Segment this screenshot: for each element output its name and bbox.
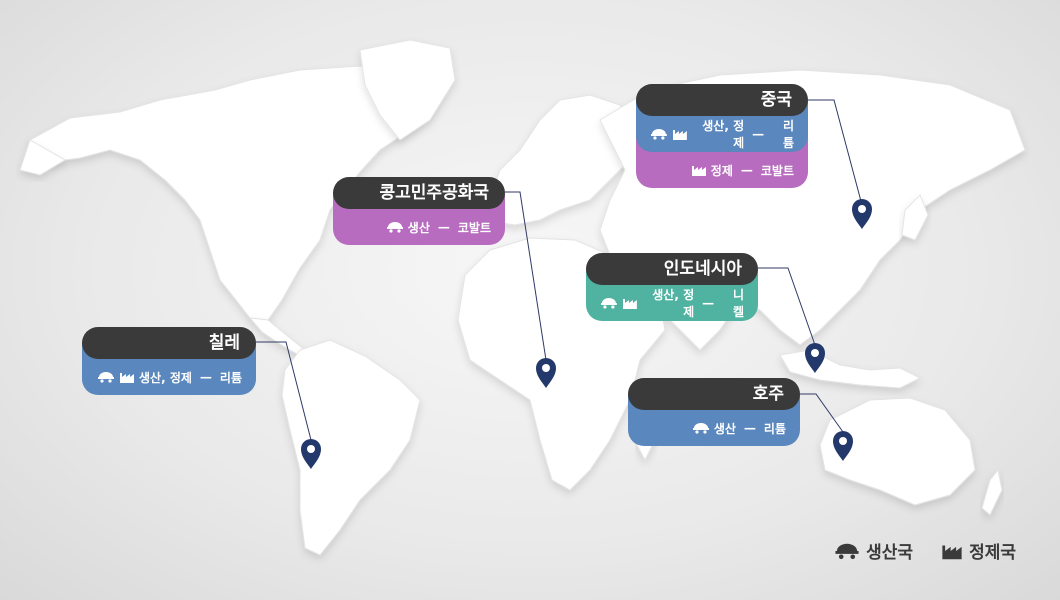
factory-icon [691,166,706,176]
mine-icon [835,543,859,559]
activity-text: 생산 [407,220,430,235]
central-america [248,317,306,357]
mineral-name: 리튬 [782,119,794,150]
leader-chile [256,341,312,441]
indonesia-islands [779,349,922,389]
country-title: 칠레 [82,327,256,359]
activity-text: 생산, 정제 [702,119,745,150]
mineral-name: 리튬 [763,421,786,436]
mineral-name: 코발트 [760,163,794,178]
factory-icon [672,130,687,140]
activity-text: 생산, 정제 [139,370,192,385]
country-title: 중국 [636,84,808,116]
south-america [281,339,421,556]
country-title: 인도네시아 [586,253,758,285]
japan [901,194,929,241]
mineral-name: 코발트 [457,220,491,235]
separator: — [702,296,715,310]
activity-text: 생산, 정제 [652,288,695,319]
legend-refining: 정제국 [941,538,1016,563]
country-title: 호주 [628,378,800,410]
north-america [29,65,441,321]
legend-production-label: 생산국 [866,543,914,563]
activity-text: 생산 [713,421,736,436]
label-drc: 콩고민주공화국 생산 — 코발트 [333,177,505,245]
new-zealand [981,468,1003,516]
separator: — [740,163,753,177]
leader-drc [505,191,547,361]
pin-china[interactable] [852,199,872,229]
leader-indonesia [758,267,816,346]
mine-icon [600,298,617,309]
leader-australia [800,393,844,433]
factory-icon [120,373,134,383]
label-chile: 칠레 생산, 정제 — 리튬 [82,327,256,395]
pin-australia[interactable] [833,431,853,461]
pin-drc[interactable] [536,358,556,388]
country-title: 콩고민주공화국 [333,177,505,209]
separator: — [752,127,765,141]
separator: — [199,370,212,384]
pin-indonesia[interactable] [805,343,825,373]
activity-text: 정제 [710,163,733,178]
legend-refining-label: 정제국 [969,543,1016,563]
greenland [359,39,456,141]
pin-chile[interactable] [301,439,321,469]
mine-icon [650,129,667,140]
mineral-name: 리튬 [219,370,242,385]
legend-production: 생산국 [834,538,913,563]
legend: 생산국 정제국 [834,538,1016,563]
separator: — [743,421,756,435]
factory-icon [942,545,962,559]
label-china: 중국 생산, 정제 — 리튬 정제 — 코발트 [636,84,808,188]
leader-china [808,99,863,206]
label-australia: 호주 생산 — 리튬 [628,378,800,446]
mine-icon [386,222,403,233]
factory-icon [622,299,637,309]
label-indonesia: 인도네시아 생산, 정제 — 니켈 [586,253,758,321]
separator: — [437,220,450,234]
mine-icon [98,372,114,383]
mine-icon [692,423,709,434]
alaska [19,139,66,176]
australia [819,397,976,506]
mineral-name: 니켈 [732,288,744,319]
